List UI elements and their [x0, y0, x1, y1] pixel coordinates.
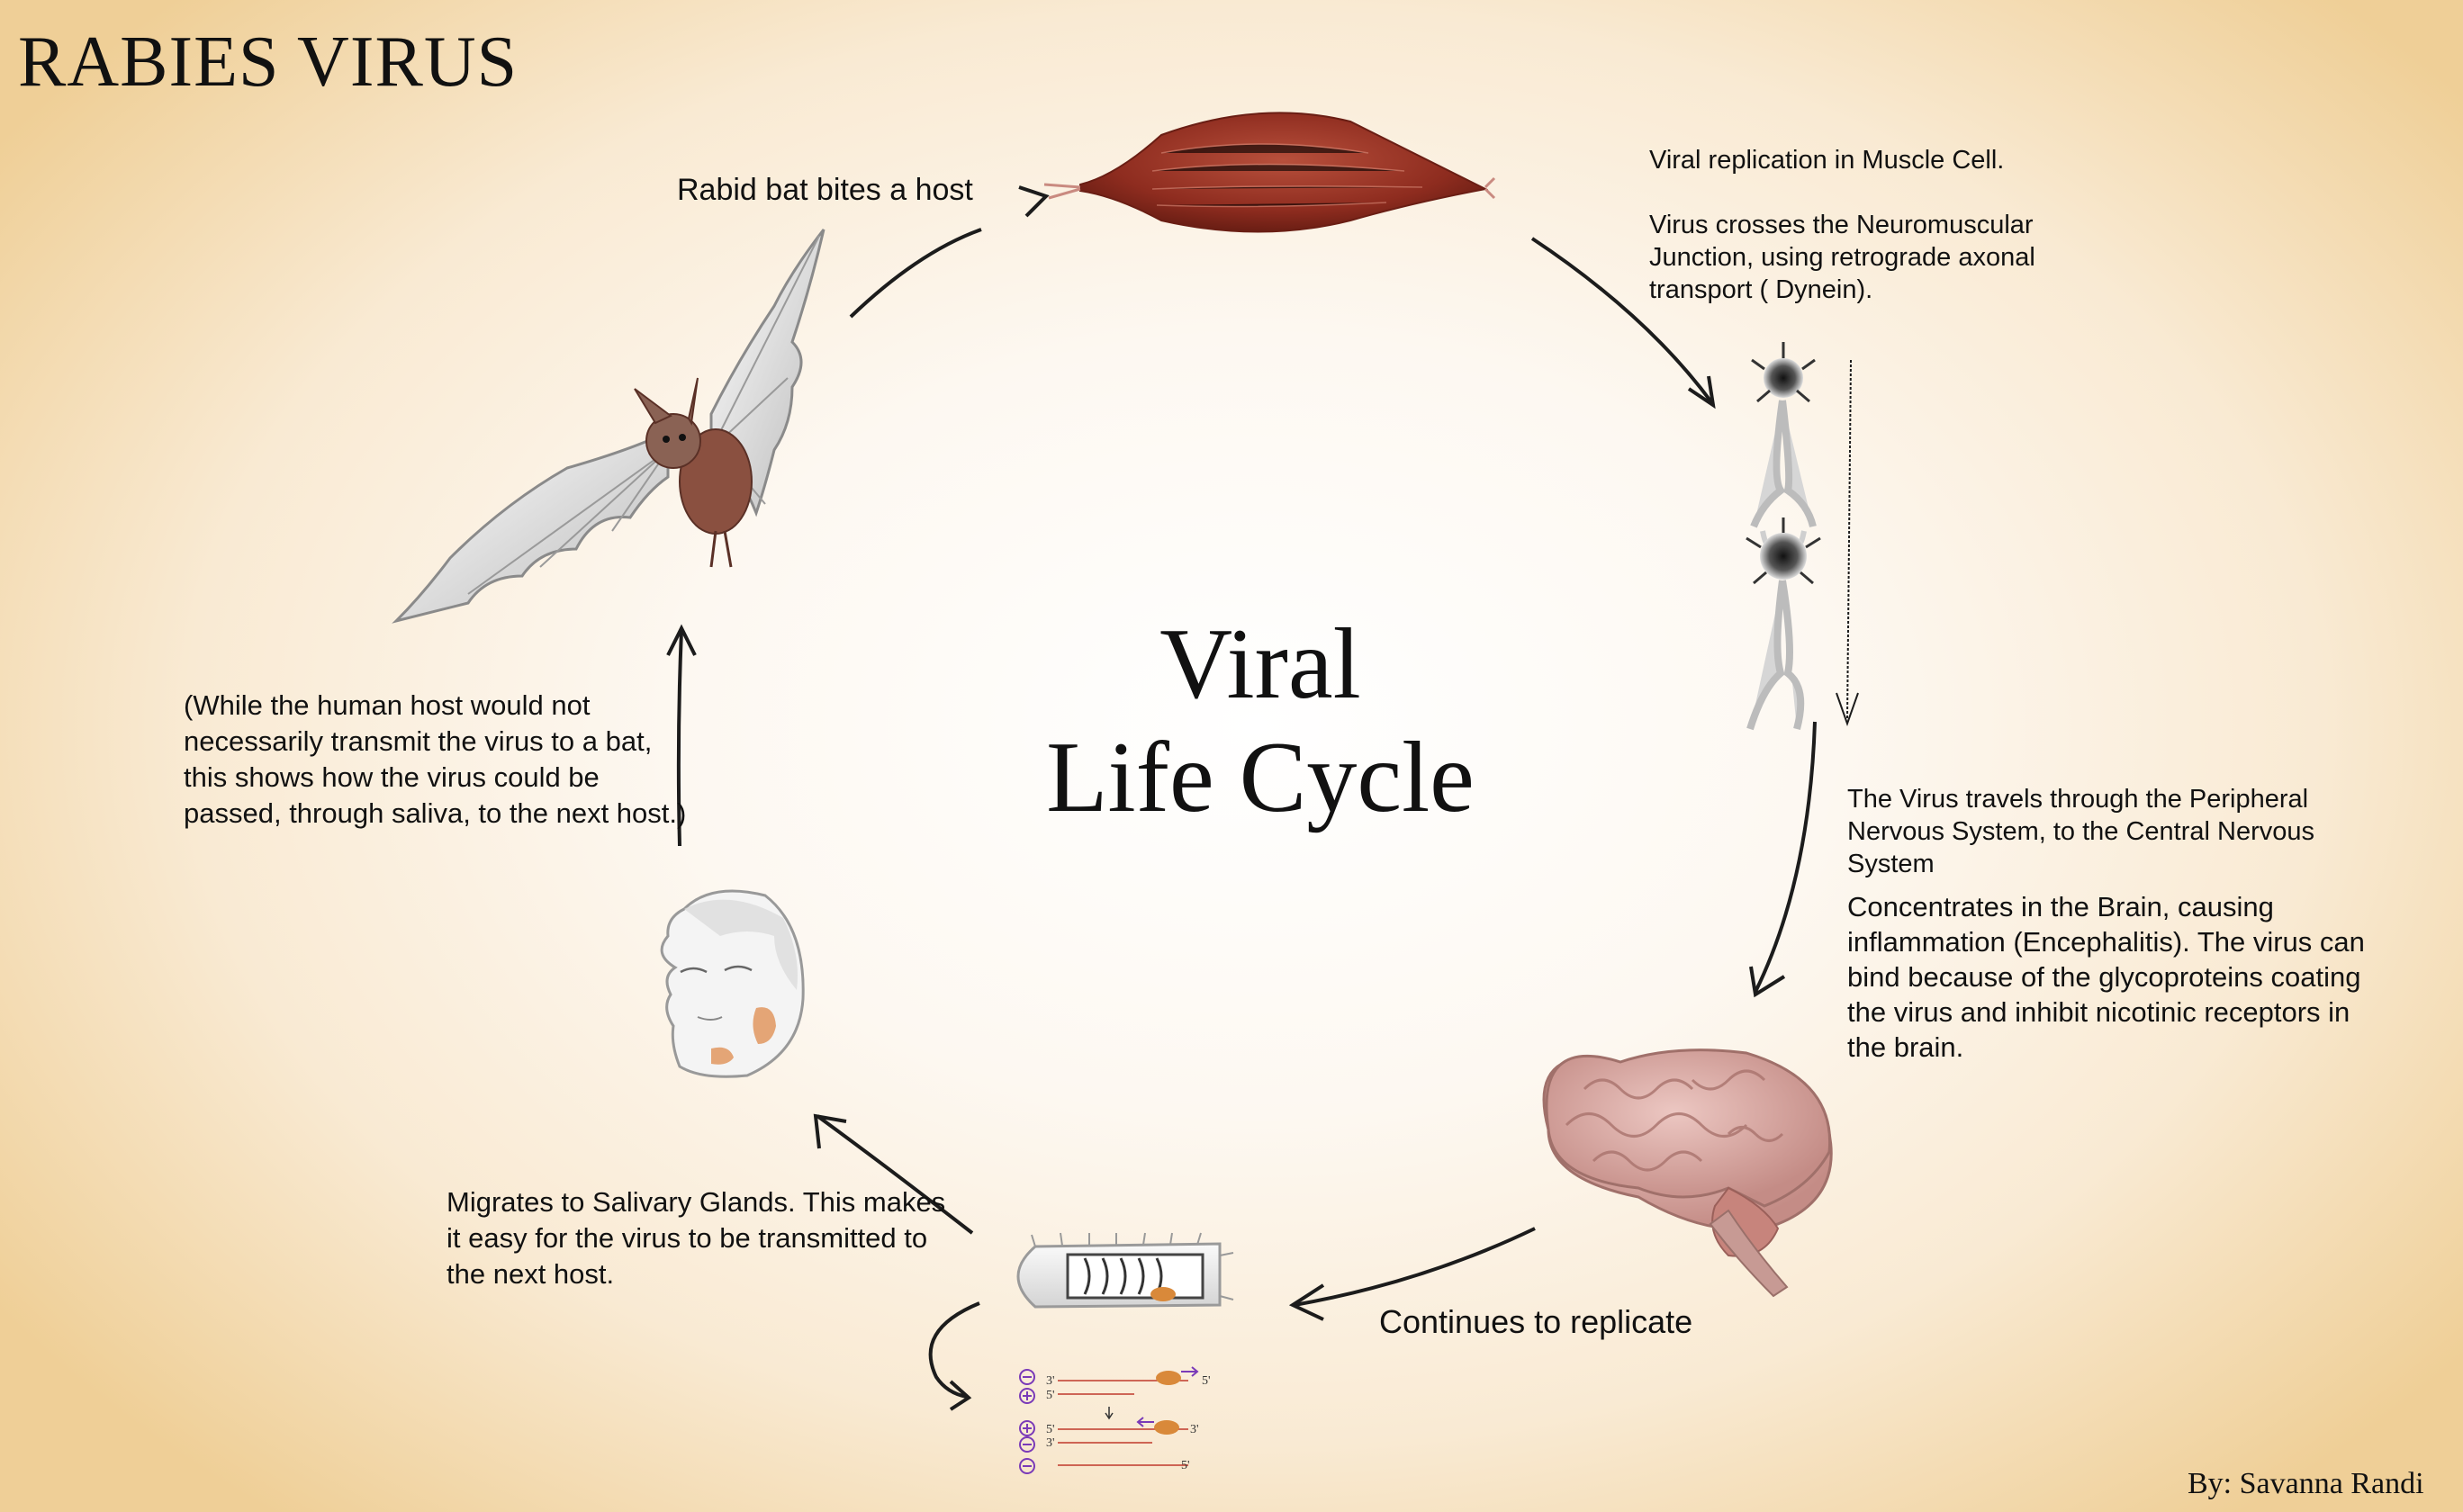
- step-muscle-label: Viral replication in Muscle Cell. Virus …: [1649, 144, 2117, 338]
- arrow-muscle-to-neuron: [1530, 237, 1714, 405]
- arrow-brain-to-virus: [1294, 1227, 1536, 1307]
- rna-label: 5': [1046, 1423, 1055, 1436]
- main-title: RABIES VIRUS: [18, 22, 519, 102]
- step-muscle-line-1: Viral replication in Muscle Cell.: [1649, 146, 2005, 175]
- rna-label: 5': [1046, 1389, 1055, 1402]
- arrow-virus-to-face: [816, 1114, 974, 1235]
- arrow-virus-to-rna: [928, 1301, 980, 1399]
- center-title-line-1: Viral: [1159, 608, 1361, 720]
- arrowhead-neuron-to-brain: [1749, 966, 1786, 998]
- arrow-neuron-to-brain: [1754, 721, 1817, 993]
- arrowhead-muscle-to-neuron: [1687, 375, 1716, 410]
- step-host-note: (While the human host would not necessar…: [184, 689, 687, 829]
- arrowhead-bat-to-muscle: [1018, 185, 1050, 218]
- bat-head: [645, 413, 701, 469]
- salivary-gland-2: [711, 1047, 734, 1065]
- rna-label: 3': [1046, 1436, 1055, 1450]
- arrowhead-brain-to-virus: [1288, 1283, 1325, 1321]
- rna-label: 3': [1190, 1423, 1199, 1436]
- bat-left-wing: [392, 429, 670, 624]
- bat-illustration: [392, 229, 826, 624]
- cycle-arrows: [666, 185, 1859, 1411]
- rna-label: 5': [1202, 1374, 1211, 1388]
- step-nerve-label: The Virus travels through the Peripheral…: [1847, 785, 2314, 878]
- credit-line: By: Savanna Randi: [2188, 1467, 2424, 1500]
- rna-label: 3': [1046, 1374, 1055, 1388]
- arrowhead-virus-to-face: [813, 1113, 847, 1149]
- center-title-line-2: Life Cycle: [1046, 722, 1475, 833]
- virus-illustration: [1016, 1232, 1234, 1309]
- neuron-illustration: [1746, 342, 1821, 731]
- dynein-transport-arrow: [1846, 359, 1852, 721]
- face-illustration: [660, 889, 805, 1078]
- arrow-bat-to-muscle: [849, 228, 982, 319]
- step-saliva-label: Migrates to Salivary Glands. This makes …: [447, 1186, 946, 1290]
- neuron-soma-2: [1760, 533, 1807, 580]
- step-muscle-line-2: Virus crosses the Neuromuscular Junction…: [1649, 211, 2035, 304]
- neuron-soma-1: [1764, 358, 1803, 398]
- arrowhead-face-to-bat: [666, 624, 697, 656]
- brain-illustration: [1542, 1048, 1833, 1298]
- arrow-face-to-bat: [676, 629, 683, 847]
- step-replicate-label: Continues to replicate: [1379, 1303, 1693, 1340]
- arrowhead-virus-to-rna: [949, 1380, 972, 1411]
- center-title: Viral Life Cycle: [990, 608, 1530, 834]
- rna-label: 5': [1181, 1459, 1190, 1472]
- dynein-transport-arrowhead: [1836, 692, 1859, 727]
- salivary-gland-1: [753, 1007, 776, 1044]
- brain-stem: [1709, 1209, 1789, 1298]
- muscle-cell-illustration: [1043, 112, 1496, 233]
- step-bite-label: Rabid bat bites a host: [677, 173, 973, 207]
- step-brain-label: Concentrates in the Brain, causing infla…: [1847, 891, 2365, 1063]
- rna-replication-diagram: 3' 5' 5' 5' 3' 3' 5': [1019, 1366, 1211, 1474]
